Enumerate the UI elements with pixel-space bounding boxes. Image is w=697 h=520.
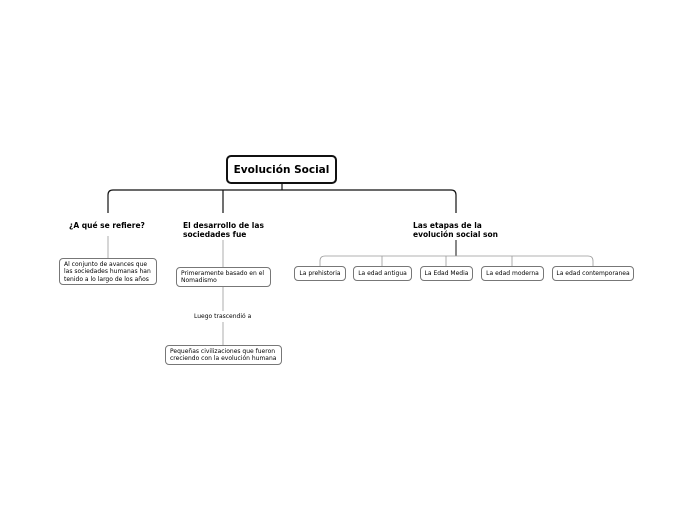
stage-edad-media[interactable]: La Edad Media (420, 266, 473, 281)
development-detail-civilizations[interactable]: Pequeñas civilizaciones que fueron creci… (165, 345, 282, 365)
branch-title-definition[interactable]: ¿A qué se refiere? (69, 221, 145, 230)
stage-prehistoria[interactable]: La prehistoria (294, 266, 346, 281)
root-node[interactable]: Evolución Social (226, 155, 337, 184)
branch-title-stages[interactable]: Las etapas de la evolución social son (413, 221, 498, 239)
stage-edad-antigua[interactable]: La edad antigua (353, 266, 412, 281)
development-detail-nomadism[interactable]: Primeramente basado en el Nomadismo (176, 267, 271, 287)
stage-edad-moderna[interactable]: La edad moderna (481, 266, 544, 281)
root-title: Evolución Social (233, 163, 330, 176)
stage-edad-contemporanea[interactable]: La edad contemporanea (552, 266, 634, 281)
definition-detail[interactable]: Al conjunto de avances que las sociedade… (59, 258, 157, 285)
branch-title-development[interactable]: El desarrollo de las sociedades fue (183, 221, 264, 239)
development-connector-label: Luego trascendió a (194, 313, 252, 320)
